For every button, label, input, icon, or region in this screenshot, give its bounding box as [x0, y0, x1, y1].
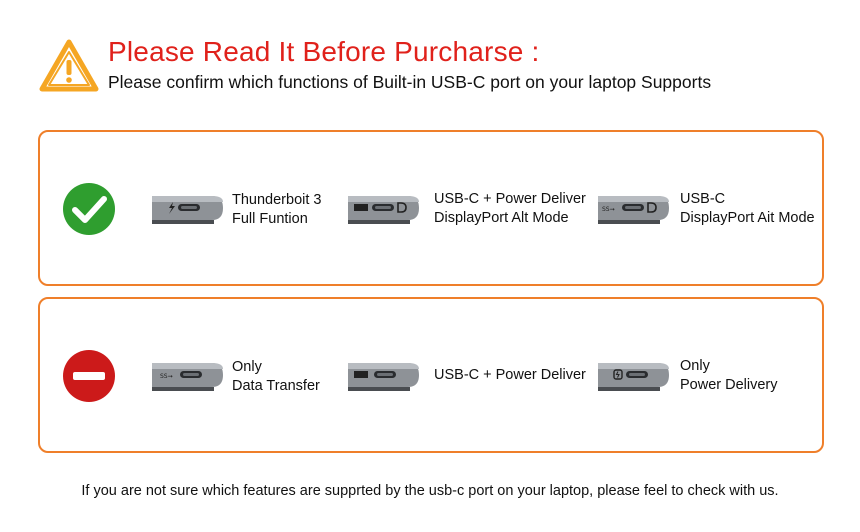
feature-label: USB-C DisplayPort Ait Mode: [680, 191, 815, 226]
feature-label: USB-C + Power Deliver DisplayPort Alt Mo…: [434, 191, 586, 226]
feature-label: Only Data Transfer: [232, 359, 320, 394]
warning-icon: [39, 39, 99, 92]
svg-text:SS⇝: SS⇝: [160, 373, 173, 380]
laptop-port-ss-usb: SS⇝: [152, 363, 223, 391]
feature-label: USB-C + Power Deliver: [434, 367, 586, 383]
footer-note: If you are not sure which features are s…: [81, 483, 779, 499]
feature-label: Only Power Delivery: [680, 358, 778, 393]
page-title: Please Read It Before Purcharse :: [108, 36, 540, 67]
laptop-port-ss-usb-dp: SS⇝: [598, 196, 669, 224]
no-entry-icon: [63, 350, 115, 402]
svg-text:SS⇝: SS⇝: [602, 206, 615, 213]
unsupported-features-panel: SS⇝ Only Data Transfer USB-C + Power Del…: [38, 297, 824, 453]
laptop-port-ss-dp: [348, 196, 419, 224]
laptop-port-power: [598, 363, 669, 391]
laptop-port-ss: [348, 363, 419, 391]
page-subtitle: Please confirm which functions of Built-…: [108, 72, 712, 92]
feature-label: Thunderboit 3 Full Funtion: [232, 192, 322, 227]
supported-features-panel: Thunderboit 3 Full Funtion USB-C + Power…: [38, 130, 824, 286]
check-icon: [63, 183, 115, 235]
laptop-port-thunderbolt: [152, 196, 223, 224]
